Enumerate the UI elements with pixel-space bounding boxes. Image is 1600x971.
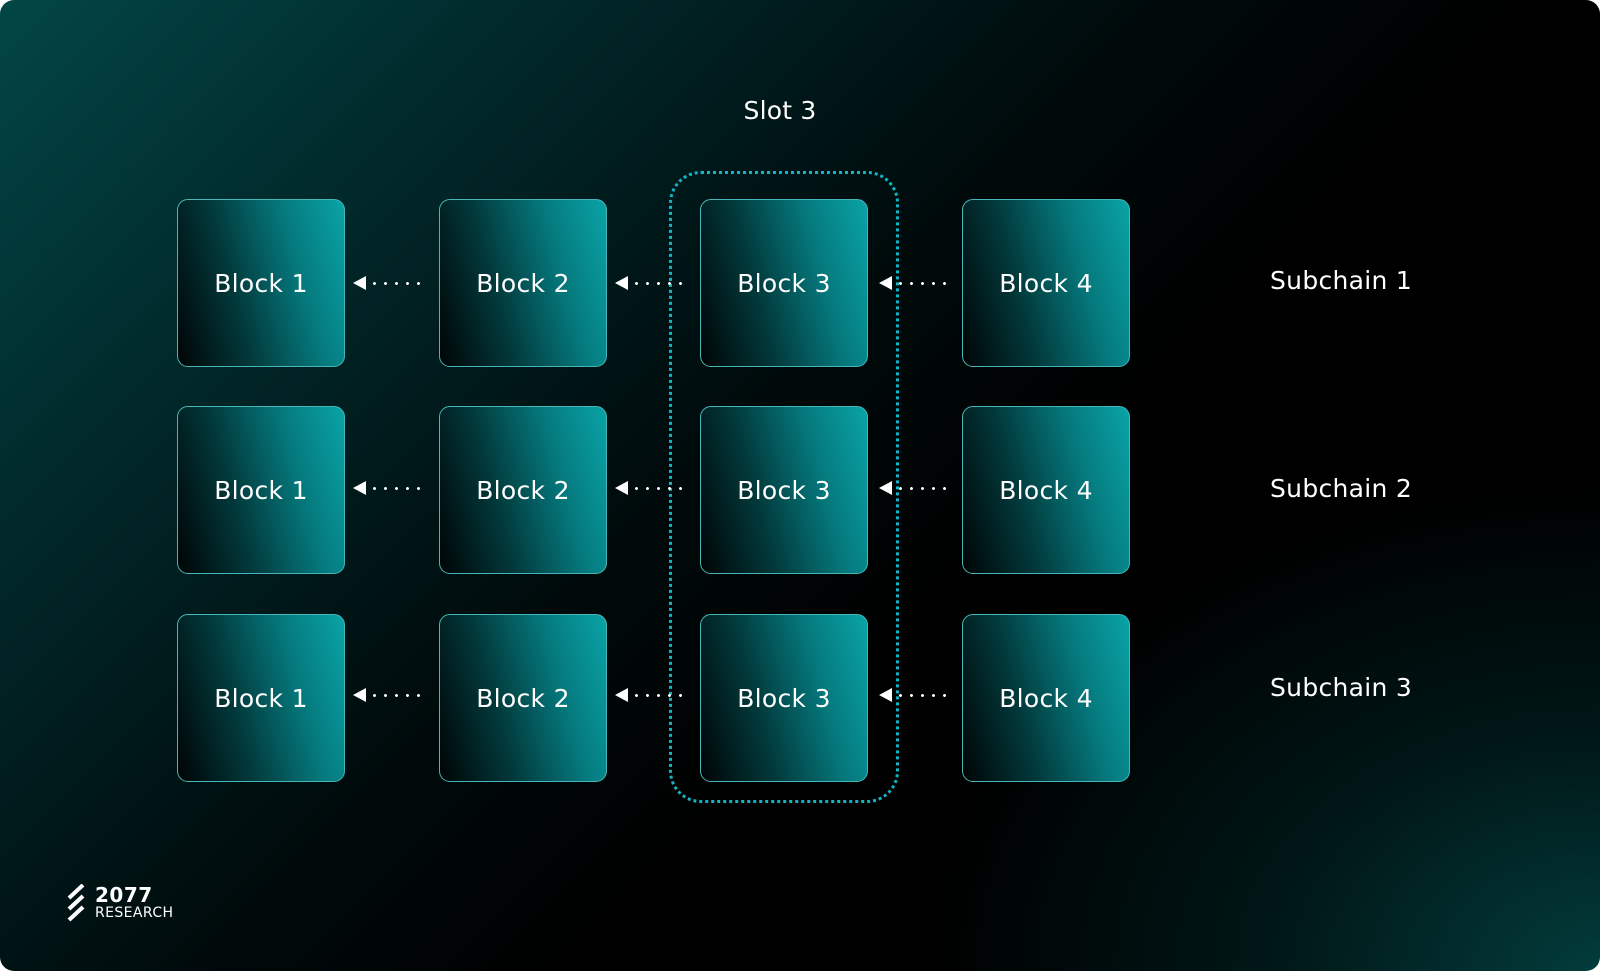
block-row1-col2: Block 2 xyxy=(439,199,607,367)
block-row3-col2: Block 2 xyxy=(439,614,607,782)
block-row1-col1: Block 1 xyxy=(177,199,345,367)
block-label: Block 4 xyxy=(999,475,1093,505)
block-label: Block 2 xyxy=(476,475,570,505)
block-row2-col3: Block 3 xyxy=(700,406,868,574)
subchain-label-3: Subchain 3 xyxy=(1270,673,1413,702)
arrow-left-icon xyxy=(615,688,687,702)
logo-number: 2077 xyxy=(95,883,153,907)
arrow-left-icon xyxy=(353,688,425,702)
subchain-label-2: Subchain 2 xyxy=(1270,474,1413,503)
block-label: Block 3 xyxy=(737,268,831,298)
arrow-left-icon xyxy=(353,276,425,290)
block-label: Block 3 xyxy=(737,475,831,505)
block-row1-col4: Block 4 xyxy=(962,199,1130,367)
block-label: Block 4 xyxy=(999,683,1093,713)
arrow-left-icon xyxy=(353,481,425,495)
logo-subtitle: RESEARCH xyxy=(95,905,174,921)
arrow-left-icon xyxy=(879,276,951,290)
arrow-left-icon xyxy=(615,276,687,290)
arrow-left-icon xyxy=(879,481,951,495)
subchain-label-1: Subchain 1 xyxy=(1270,266,1413,295)
block-label: Block 1 xyxy=(214,683,308,713)
block-row1-col3: Block 3 xyxy=(700,199,868,367)
block-row3-col3: Block 3 xyxy=(700,614,868,782)
block-row2-col4: Block 4 xyxy=(962,406,1130,574)
block-label: Block 1 xyxy=(214,475,308,505)
block-row2-col1: Block 1 xyxy=(177,406,345,574)
block-row2-col2: Block 2 xyxy=(439,406,607,574)
block-row3-col4: Block 4 xyxy=(962,614,1130,782)
brand-logo: 2077 RESEARCH xyxy=(66,884,196,924)
block-label: Block 1 xyxy=(214,268,308,298)
block-label: Block 3 xyxy=(737,683,831,713)
slanted-stripes-logo-icon xyxy=(67,884,85,922)
block-label: Block 2 xyxy=(476,683,570,713)
slot-title: Slot 3 xyxy=(743,96,817,125)
arrow-left-icon xyxy=(879,688,951,702)
block-label: Block 2 xyxy=(476,268,570,298)
block-row3-col1: Block 1 xyxy=(177,614,345,782)
block-label: Block 4 xyxy=(999,268,1093,298)
arrow-left-icon xyxy=(615,481,687,495)
